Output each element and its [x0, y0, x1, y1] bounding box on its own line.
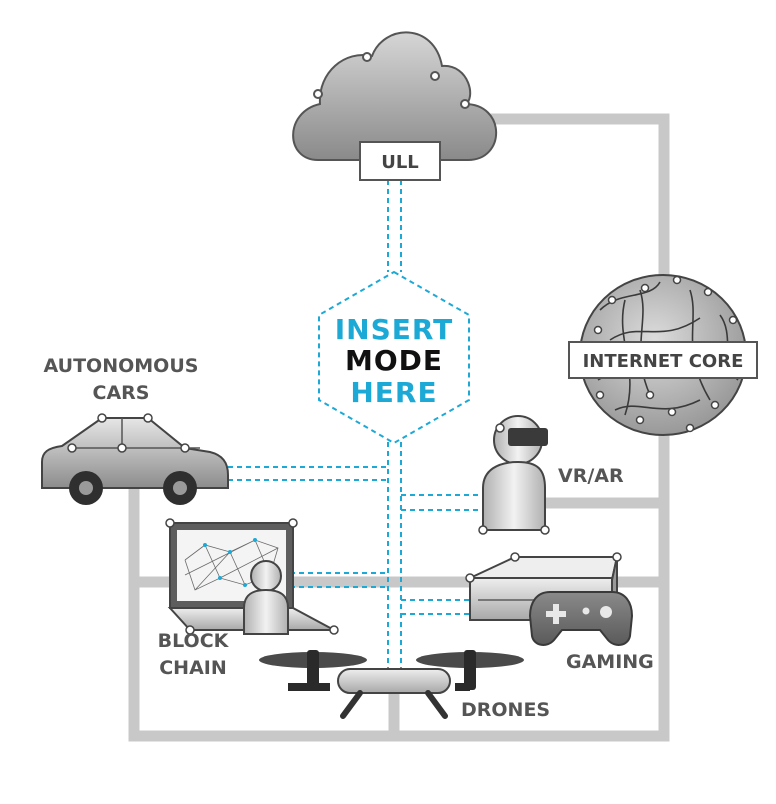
- internet-core-label: INTERNET CORE: [583, 351, 744, 372]
- drones-label: DRONES: [461, 699, 550, 721]
- low-latency-links: [228, 180, 482, 668]
- vr-person-icon: [478, 415, 550, 535]
- cloud-label: ULL: [381, 152, 419, 173]
- cars-label-line1: AUTONOMOUS: [44, 355, 199, 377]
- vr-label: VR/AR: [558, 465, 624, 487]
- blockchain-label-line1: BLOCK: [158, 630, 230, 652]
- internet-core-box: [568, 341, 758, 379]
- car-icon: [41, 413, 229, 505]
- hub-logo: MODE: [345, 344, 443, 377]
- brain-icon: INTERNET CORE: [568, 274, 758, 436]
- cloud-label-box: [359, 141, 441, 181]
- blockchain-label-line2: CHAIN: [159, 657, 227, 679]
- center-hub: INSERT MODE HERE: [318, 270, 470, 445]
- outer-wire: [128, 113, 670, 742]
- gamepad-icon: [528, 591, 634, 646]
- cars-label-line2: CARS: [93, 382, 150, 404]
- gaming-label: GAMING: [566, 651, 654, 673]
- cloud-icon: ULL: [292, 31, 498, 181]
- hub-line1: INSERT: [335, 313, 454, 346]
- blockchain-person-icon: [243, 560, 289, 635]
- drone-icon: [259, 650, 524, 719]
- hub-line3: HERE: [350, 376, 437, 409]
